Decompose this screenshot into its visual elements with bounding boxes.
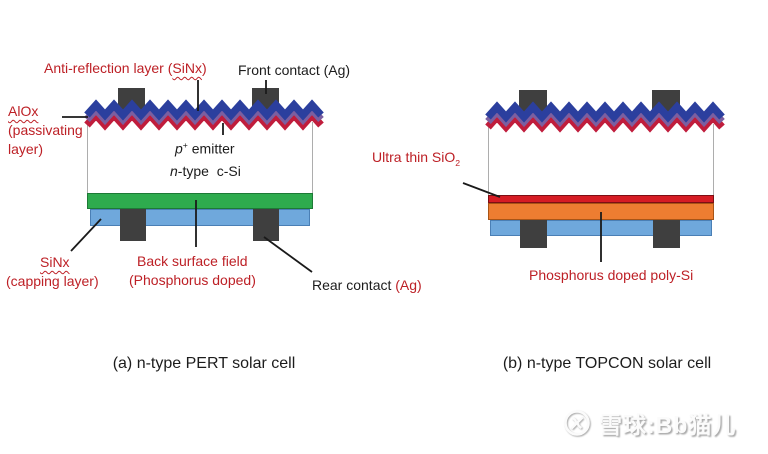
ultra-thin-sio2-label-sub: 2 xyxy=(455,157,461,168)
caption-b: (b) n-type TOPCON solar cell xyxy=(502,355,712,372)
alox-label-line3: layer) xyxy=(8,141,44,157)
rear-contact-bar-left-b xyxy=(520,220,547,248)
bulk-label-n: n xyxy=(170,163,178,179)
emitter-label: p+ emitter xyxy=(175,136,235,159)
emitter-label-sup: + xyxy=(182,140,188,150)
anti-reflection-zigzag-b xyxy=(488,99,714,135)
poly-si-layer xyxy=(488,203,714,220)
poly-si-label: Phosphorus doped poly-Si xyxy=(529,267,694,283)
anti-reflection-label-chem: SiNx xyxy=(172,60,202,76)
rear-contact-label-red: (Ag) xyxy=(395,277,422,293)
ultra-thin-sio2-label: Ultra thin SiO2 xyxy=(372,148,460,173)
front-contact-label: Front contact (Ag) xyxy=(238,62,351,78)
caption-a: (a) n-type PERT solar cell xyxy=(112,355,296,372)
alox-label-chem: AlOx xyxy=(8,103,39,119)
bulk-label: n-type c-Si xyxy=(170,162,241,181)
back-surface-field-layer xyxy=(87,193,313,209)
alox-label: AlOx (passivating layer) xyxy=(8,102,83,159)
n-type-wafer-body-b xyxy=(488,124,714,196)
bsf-label-line1: Back surface field xyxy=(137,253,248,269)
bsf-label-line2: (Phosphorus doped) xyxy=(129,272,256,288)
rear-contact-label: Rear contact (Ag) xyxy=(312,276,422,295)
rear-contact-bar-right xyxy=(253,209,279,241)
rear-contact-label-black: Rear contact xyxy=(312,277,396,293)
emitter-label-p: p xyxy=(175,140,183,157)
anti-reflection-label-suffix: ) xyxy=(201,60,207,76)
sinx-capping-label-line2: (capping layer) xyxy=(6,273,99,289)
ultra-thin-sio2-layer xyxy=(488,195,714,203)
sinx-capping-chem-label: SiNx xyxy=(40,254,70,270)
watermark-text: 雪球:Bb猫儿 xyxy=(599,412,737,438)
bulk-label-rest: -type c-Si xyxy=(177,163,241,179)
emitter-label-rest: emitter xyxy=(187,140,235,157)
ultra-thin-sio2-label-text: Ultra thin SiO xyxy=(372,149,456,165)
xueqiu-logo-icon xyxy=(564,410,590,436)
rear-contact-bar-right-b xyxy=(653,220,680,248)
anti-reflection-label: Anti-reflection layer (SiNx) xyxy=(44,59,207,78)
anti-reflection-label-prefix: Anti-reflection layer ( xyxy=(44,60,173,76)
watermark: 雪球:Bb猫儿 xyxy=(562,406,736,440)
n-type-wafer-body xyxy=(87,122,313,193)
alox-label-line2: (passivating xyxy=(8,122,83,138)
rear-contact-bar-left xyxy=(120,209,146,241)
